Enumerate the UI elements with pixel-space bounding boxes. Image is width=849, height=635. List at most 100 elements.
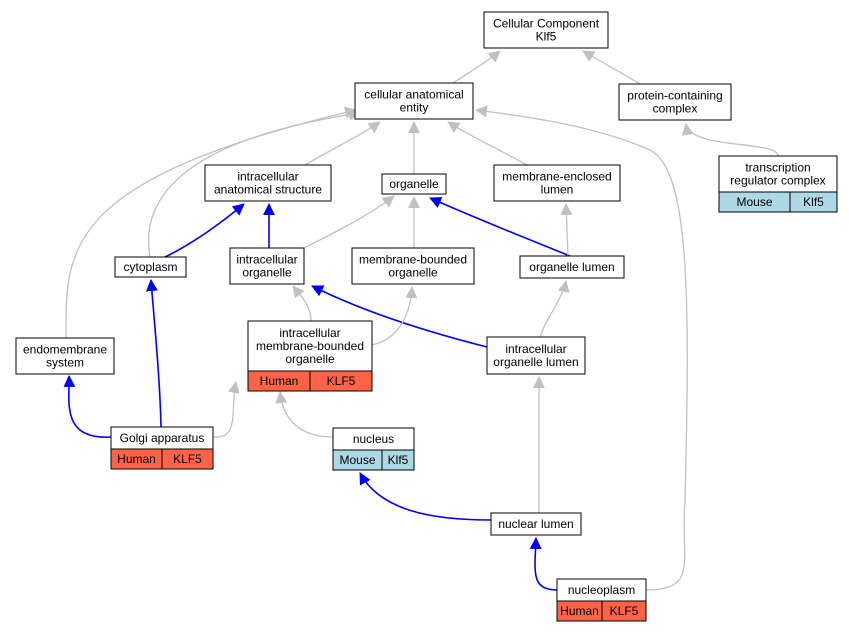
edge-membrane-enclosed-lumen-to-cellular-anatomical-entity	[447, 121, 528, 166]
node-label-line: endomembrane	[23, 343, 107, 357]
edge-intracellular-membrane-bounded-organelle-to-membrane-bounded-organelle	[371, 286, 418, 346]
annotation-species-label: Human	[560, 604, 599, 618]
node-box	[718, 155, 838, 193]
node-box	[15, 337, 115, 375]
node-label-line: anatomical structure	[214, 183, 322, 197]
node-label-line: entity	[400, 101, 429, 115]
node-label-line: cytoplasm	[123, 260, 177, 274]
node-intracellular-membrane-bounded-organelle[interactable]: intracellularmembrane-boundedorganelleHu…	[247, 320, 373, 392]
edge-golgi-apparatus-to-endomembrane-system	[63, 375, 112, 438]
node-label-line: regulator complex	[730, 174, 825, 188]
node-label-line: Klf5	[536, 30, 557, 44]
node-label-line: organelle lumen	[493, 355, 578, 369]
edge-organelle-lumen-to-membrane-enclosed-lumen	[560, 203, 573, 257]
annotation-cell-gene	[381, 449, 415, 471]
node-label-line: membrane-bounded	[256, 339, 364, 353]
annotation-cell-gene	[161, 448, 214, 470]
node-box	[493, 164, 621, 202]
annotation-gene-label: Klf5	[388, 453, 409, 467]
edge-golgi-apparatus-to-cytoplasm	[145, 279, 162, 428]
edge-cellular-anatomical-entity-to-cellular-component	[452, 50, 501, 84]
annotation-gene-label: KLF5	[610, 604, 639, 618]
annotation-gene-label: Klf5	[803, 195, 824, 209]
node-cytoplasm[interactable]: cytoplasm	[114, 256, 187, 278]
edge-cytoplasm-to-intracellular-anatomical-structure	[164, 203, 245, 258]
annotation-species-label: Mouse	[339, 453, 375, 467]
node-label-line: nucleoplasm	[568, 583, 635, 597]
node-box	[229, 247, 305, 285]
annotation-gene-label: KLF5	[173, 452, 202, 466]
edge-nucleoplasm-to-cellular-anatomical-entity	[475, 105, 688, 591]
node-label-line: complex	[653, 102, 698, 116]
node-label-line: intracellular	[279, 326, 340, 340]
node-box	[519, 255, 625, 279]
edge-intracellular-organelle-lumen-to-intracellular-organelle	[311, 285, 488, 348]
node-box	[351, 247, 475, 285]
node-label-line: protein-containing	[627, 89, 722, 103]
node-label-line: membrane-enclosed	[502, 170, 611, 184]
edge-nucleus-to-intracellular-membrane-bounded-organelle	[275, 391, 334, 438]
node-label-line: system	[46, 356, 84, 370]
node-box	[247, 320, 373, 372]
edge-intracellular-organelle-to-organelle	[303, 195, 395, 249]
node-label-line: lumen	[541, 183, 574, 197]
node-label-line: Cellular Component	[493, 17, 600, 31]
node-box	[204, 164, 332, 202]
node-label-line: intracellular	[236, 253, 297, 267]
node-label-line: membrane-bounded	[359, 253, 467, 267]
node-label-line: organelle	[389, 177, 439, 191]
annotation-species-label: Mouse	[736, 195, 772, 209]
edge-nucleoplasm-to-nuclear-lumen	[529, 537, 558, 591]
node-organelle[interactable]: organelle	[381, 173, 447, 195]
edge-intracellular-membrane-bounded-organelle-to-intracellular-organelle	[292, 285, 312, 322]
node-label-line: intracellular	[237, 170, 298, 184]
node-nuclear-lumen[interactable]: nuclear lumen	[490, 512, 582, 536]
node-label-line: cellular anatomical	[364, 88, 463, 102]
node-label-line: organelle lumen	[529, 260, 614, 274]
node-organelle-lumen[interactable]: organelle lumen	[519, 255, 625, 279]
annotation-cell-gene	[309, 370, 373, 392]
annotation-cell-gene	[789, 191, 838, 213]
annotation-gene-label: KLF5	[327, 374, 356, 388]
node-label-line: organelle	[388, 266, 438, 280]
annotation-species-label: Human	[260, 374, 299, 388]
edge-protein-containing-complex-to-cellular-component	[582, 50, 641, 85]
node-box	[381, 173, 447, 195]
edge-layer	[63, 50, 779, 591]
node-label-line: nuclear lumen	[498, 517, 573, 531]
node-box	[354, 82, 474, 120]
node-label-line: transcription	[745, 161, 810, 175]
node-box	[490, 512, 582, 536]
edge-nuclear-lumen-to-nucleus	[359, 472, 492, 521]
node-box	[486, 336, 586, 375]
annotation-species-label: Human	[117, 452, 156, 466]
annotation-cell-gene	[601, 600, 647, 622]
node-box	[483, 11, 609, 49]
edge-transcription-regulator-complex-to-protein-containing-complex	[681, 123, 779, 157]
edge-intracellular-anatomical-structure-to-cellular-anatomical-entity	[304, 121, 381, 166]
edge-organelle-lumen-to-organelle	[429, 196, 571, 257]
node-label-line: nucleus	[353, 432, 394, 446]
node-label-line: intracellular	[505, 342, 566, 356]
edge-endomembrane-system-to-cellular-anatomical-entity	[65, 106, 357, 339]
node-label-line: organelle	[285, 352, 335, 366]
edge-intracellular-organelle-lumen-to-organelle-lumen	[539, 280, 570, 338]
node-box	[114, 256, 187, 278]
edge-golgi-apparatus-to-intracellular-membrane-bounded-organelle	[212, 381, 240, 438]
node-box	[618, 83, 732, 121]
